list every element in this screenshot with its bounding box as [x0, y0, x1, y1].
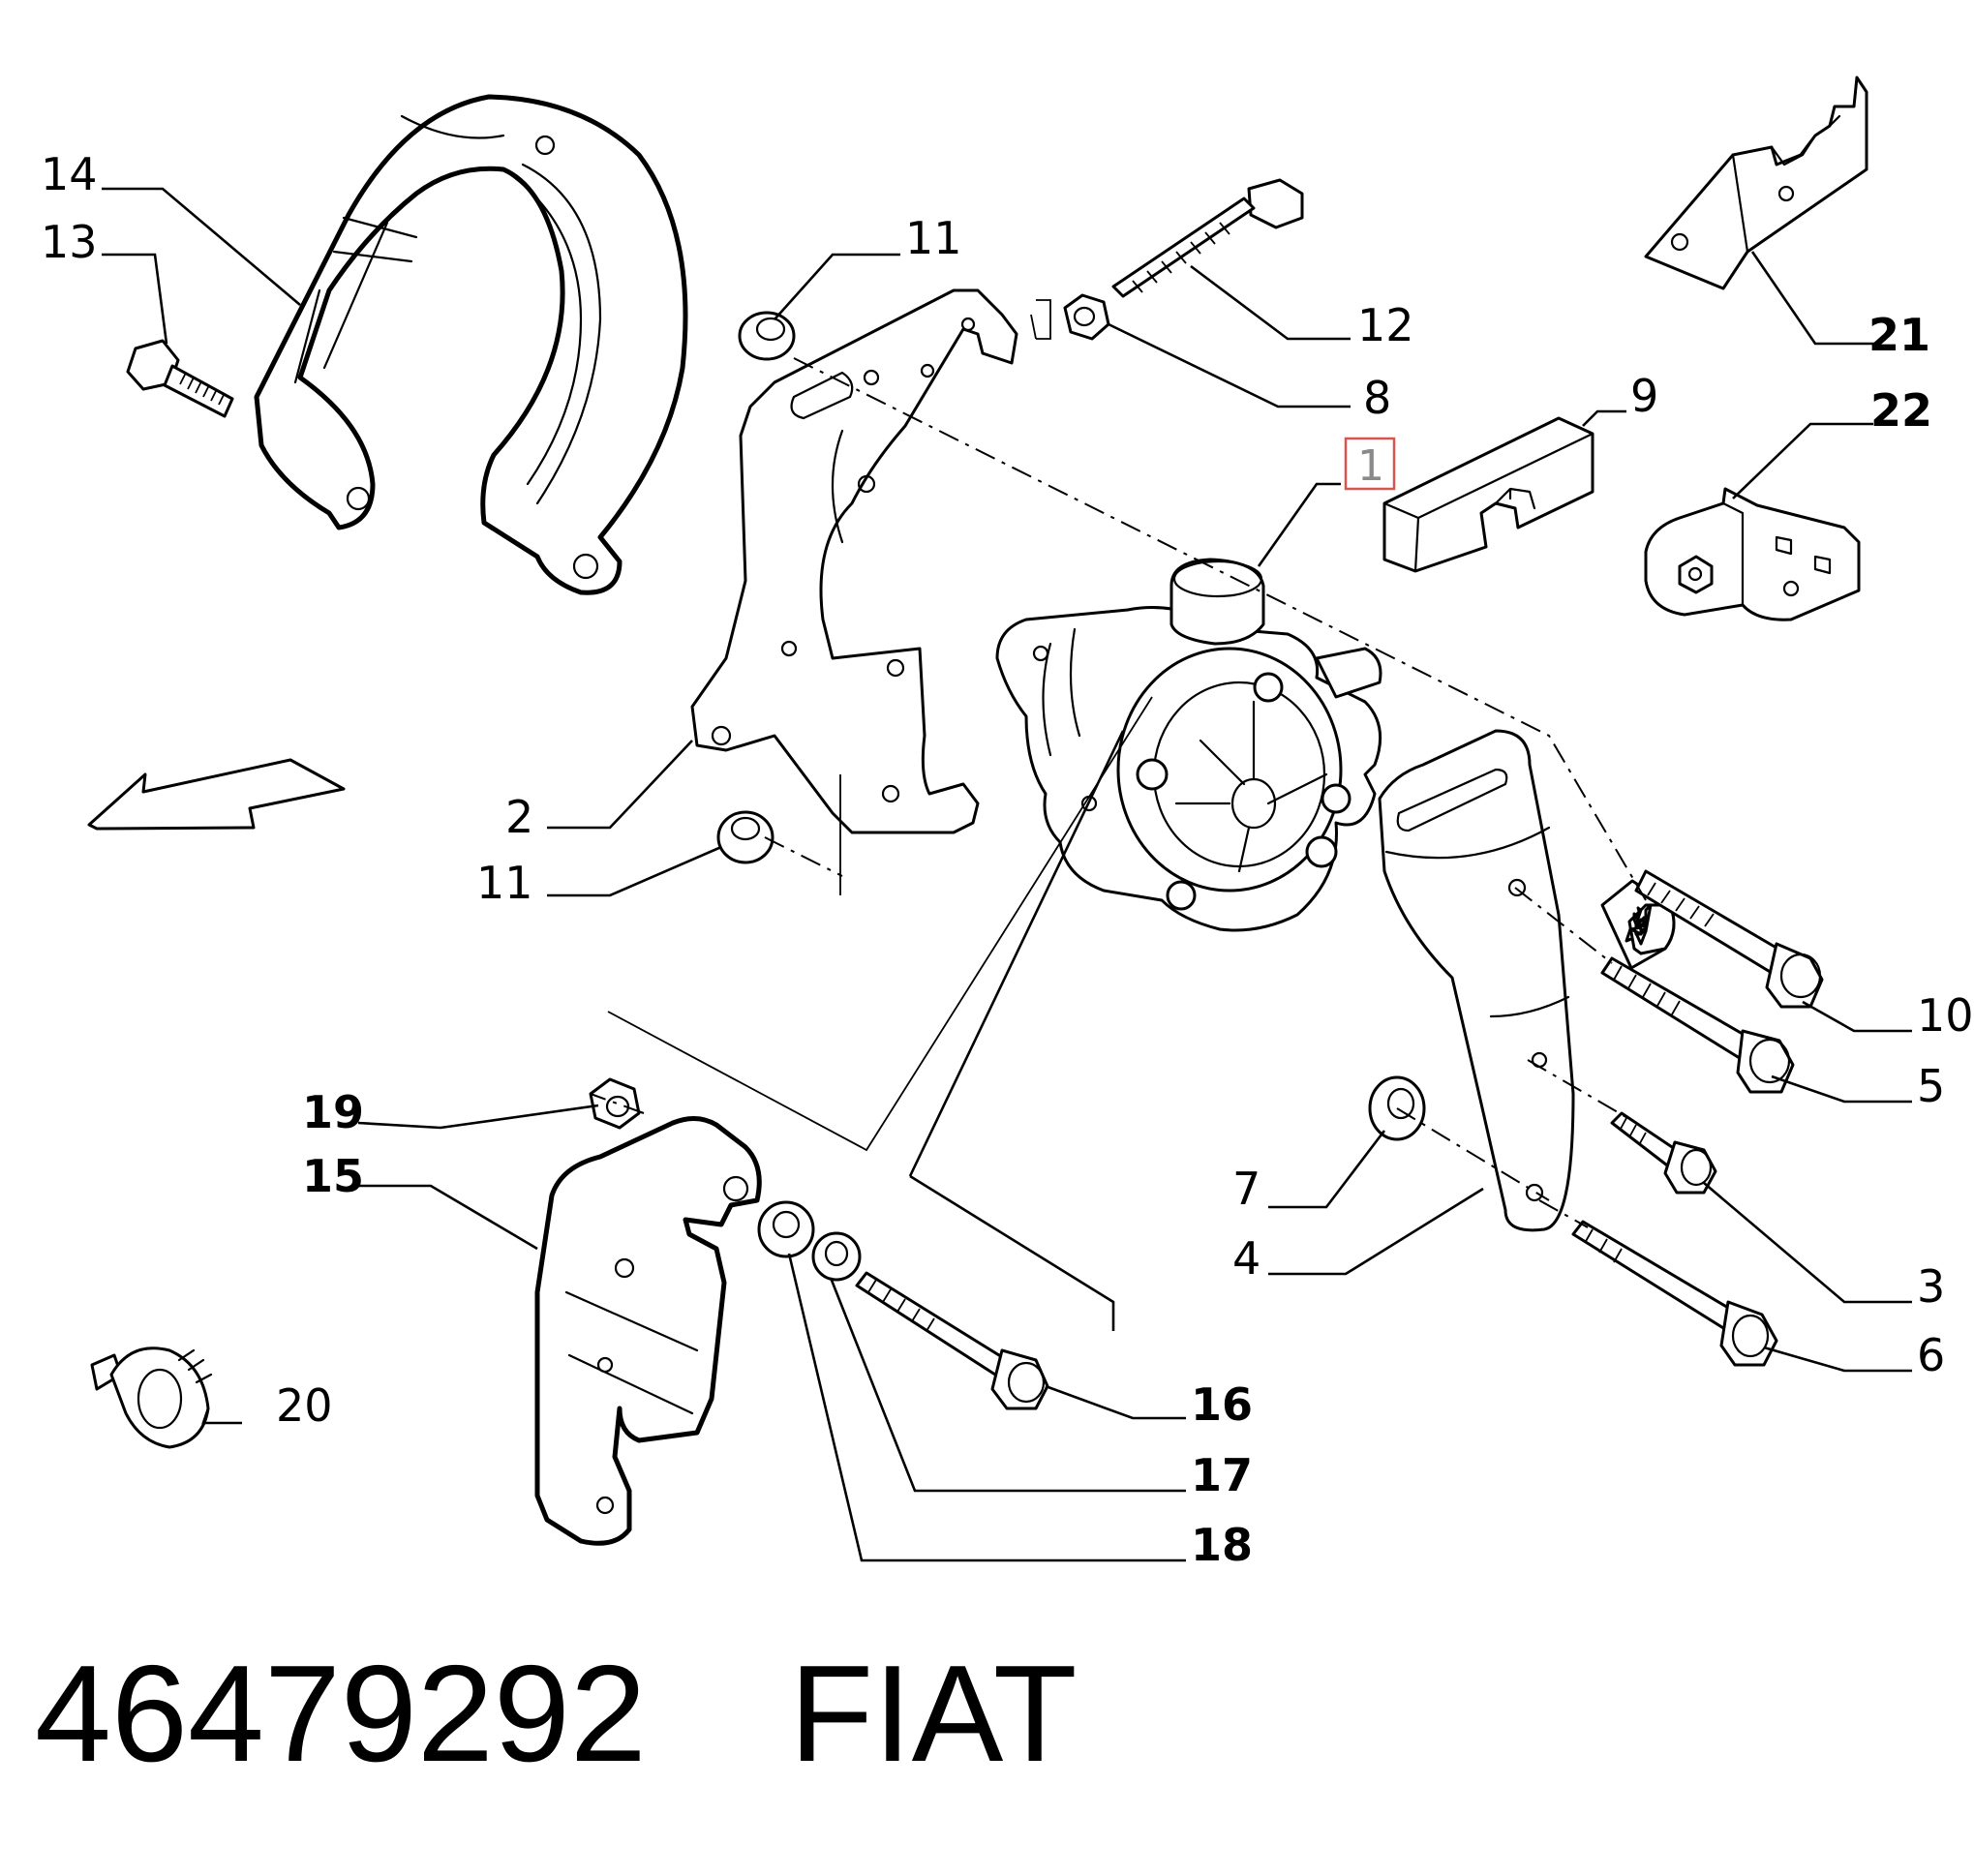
- callout-2: 2: [505, 791, 533, 843]
- leader-lines: [102, 187, 1912, 1562]
- callout-8: 8: [1363, 372, 1391, 424]
- callout-1-highlight-box: [1344, 437, 1396, 491]
- callout-21: 21: [1868, 309, 1930, 361]
- part-11-nut-bottom: [716, 810, 774, 864]
- part-22-bracket: [1644, 487, 1861, 621]
- callout-labels: 14 13 11 12 8 9 21 22 1 2 11 10 5 7 4 3 …: [41, 148, 1974, 1571]
- callout-4: 4: [1232, 1232, 1260, 1285]
- part-15-plate: [534, 1116, 762, 1546]
- callout-19: 19: [302, 1086, 364, 1138]
- part-number: 46479292: [35, 1637, 647, 1791]
- callout-5: 5: [1917, 1060, 1945, 1112]
- part-20-clip: [90, 1346, 213, 1449]
- callout-15: 15: [302, 1150, 364, 1202]
- part-11-nut-top: [738, 311, 796, 361]
- callout-9: 9: [1630, 370, 1658, 422]
- callout-12: 12: [1357, 299, 1414, 351]
- callout-1: 1: [1357, 441, 1384, 491]
- callout-18: 18: [1191, 1519, 1253, 1571]
- part-10-bolt-body: [1634, 869, 1824, 1009]
- part-18-washer: [757, 1200, 815, 1258]
- part-5-bolt: [1600, 956, 1795, 1094]
- part-2-mounting-plate: [690, 288, 1051, 834]
- callout-14: 14: [41, 148, 98, 200]
- part-4-bracket: [1378, 729, 1575, 1232]
- brand-name: FIAT: [789, 1637, 1078, 1791]
- alignment-lines: [590, 357, 1647, 1228]
- part-8-nut: [1063, 293, 1110, 341]
- part-17-lock-washer: [811, 1231, 862, 1282]
- part-13-bolt: [126, 339, 234, 418]
- part-10-bolt-shank: [1629, 903, 1653, 946]
- callout-17: 17: [1191, 1449, 1253, 1501]
- callout-11-bottom: 11: [476, 857, 533, 909]
- callout-20: 20: [276, 1379, 333, 1432]
- callout-16: 16: [1191, 1378, 1253, 1431]
- part-16-bolt: [855, 1271, 1049, 1410]
- callout-7: 7: [1232, 1163, 1260, 1215]
- part-12-long-bolt: [1111, 178, 1304, 298]
- callout-6: 6: [1917, 1329, 1945, 1381]
- part-21-bracket: [1644, 76, 1868, 290]
- callout-11-top: 11: [905, 212, 962, 264]
- part-9-block: [1382, 416, 1594, 573]
- framing-lines: [607, 314, 1153, 1331]
- part-1-pump: [995, 558, 1382, 932]
- part-14-u-bracket: [254, 94, 688, 595]
- part-3-bolt: [1610, 1111, 1717, 1195]
- direction-arrow-icon: [87, 758, 346, 831]
- callout-22: 22: [1870, 384, 1932, 437]
- callout-3: 3: [1917, 1260, 1945, 1313]
- part-number-footer: 46479292 FIAT: [35, 1646, 1078, 1800]
- part-6-bolt: [1571, 1220, 1778, 1367]
- callout-13: 13: [41, 216, 98, 268]
- callout-10: 10: [1917, 989, 1974, 1042]
